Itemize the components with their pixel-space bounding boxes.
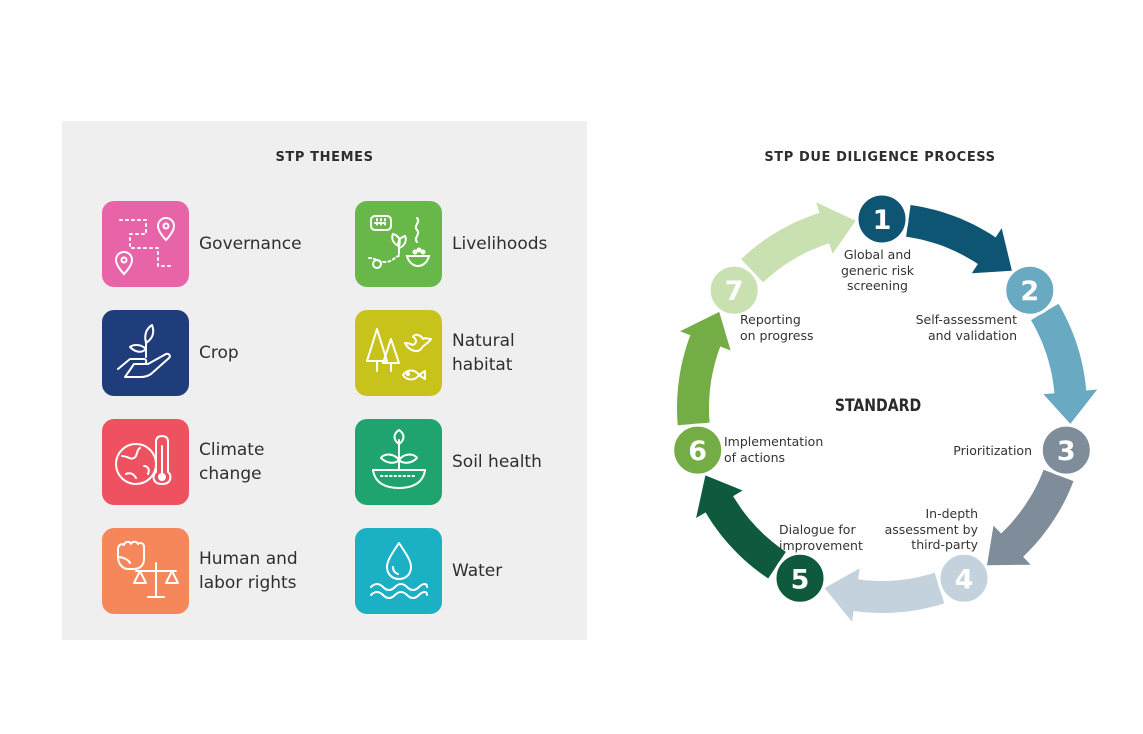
theme-icon-box <box>102 528 189 614</box>
theme-soil-health: Soil health <box>355 419 592 505</box>
hand-plant-bowl-icon <box>367 215 430 269</box>
theme-label: Livelihoods <box>452 234 548 254</box>
themes-panel: STP THEMES Governance <box>62 121 587 640</box>
step-circle <box>937 551 991 605</box>
cycle-arrows <box>677 202 1098 622</box>
theme-label: Human and labor rights <box>199 549 298 593</box>
step-number: 7 <box>725 276 744 307</box>
route-pins-icon <box>114 216 175 276</box>
step-circle <box>1039 423 1093 477</box>
cycle-arrow-4 <box>824 568 945 622</box>
theme-livelihoods: Livelihoods <box>355 201 592 287</box>
theme-label: Water <box>452 561 503 581</box>
hand-seedling-icon <box>116 324 171 378</box>
step-5-text: Dialogue for improvement <box>779 522 863 553</box>
step-7-text: Reporting on progress <box>740 312 814 343</box>
step-5-badge: 5 <box>773 551 827 605</box>
step-2-text: Self-assessment and validation <box>915 312 1017 343</box>
step-1-text: Global and generic risk screening <box>840 247 915 293</box>
theme-icon-box <box>102 201 189 287</box>
themes-title: STP THEMES <box>275 150 374 165</box>
cycle-arrow-6 <box>677 311 731 426</box>
theme-label: Climate change <box>199 440 265 484</box>
step-6-badge: 6 <box>671 423 725 477</box>
step-number: 1 <box>873 205 892 236</box>
water-drop-waves-icon <box>369 542 428 599</box>
cycle-center-label: STANDARD <box>834 396 922 416</box>
plant-soil-bowl-icon <box>371 429 426 489</box>
step-2-badge: 2 <box>1003 263 1057 317</box>
cycle-arrow-2 <box>1031 303 1098 424</box>
cycle-arrow-1 <box>906 205 1012 274</box>
step-4-text: In-depth assessment by third-party <box>884 506 978 552</box>
step-circle <box>773 551 827 605</box>
theme-label: Soil health <box>452 452 542 472</box>
step-7-badge: 7 <box>707 263 761 317</box>
step-3-text: Prioritization <box>953 443 1032 458</box>
step-number: 5 <box>791 564 810 595</box>
theme-label: Crop <box>199 343 239 363</box>
step-circle <box>707 263 761 317</box>
cycle-step-circles: 1 2 3 4 5 6 7 <box>671 192 1093 605</box>
trees-bird-fish-icon <box>365 328 432 381</box>
step-6-text: Implementation of actions <box>724 434 824 465</box>
theme-icon-box <box>102 310 189 396</box>
theme-natural-habitat: Natural habitat <box>355 310 592 396</box>
process-title: STP DUE DILIGENCE PROCESS <box>764 150 996 165</box>
theme-label: Natural habitat <box>452 331 515 375</box>
fist-scales-icon <box>116 540 179 598</box>
theme-water: Water <box>355 528 592 614</box>
step-1-badge: 1 <box>855 192 909 246</box>
cycle-arrow-5 <box>696 475 786 579</box>
theme-governance: Governance <box>102 201 339 287</box>
step-4-badge: 4 <box>937 551 991 605</box>
theme-icon-box <box>355 201 442 287</box>
step-circle <box>1003 263 1057 317</box>
globe-thermometer-icon <box>114 435 171 485</box>
step-number: 3 <box>1057 436 1076 467</box>
theme-icon-box <box>102 419 189 505</box>
cycle-arrow-7 <box>741 202 856 283</box>
step-3-badge: 3 <box>1039 423 1093 477</box>
step-number: 2 <box>1020 276 1039 307</box>
cycle-arrow-3 <box>987 469 1074 566</box>
step-circle <box>671 423 725 477</box>
theme-climate-change: Climate change <box>102 419 339 505</box>
step-number: 6 <box>688 436 707 467</box>
theme-icon-box <box>355 419 442 505</box>
theme-icon-box <box>355 528 442 614</box>
theme-human-labor-rights: Human and labor rights <box>102 528 339 614</box>
theme-icon-box <box>355 310 442 396</box>
step-number: 4 <box>955 564 974 595</box>
step-circle <box>855 192 909 246</box>
theme-crop: Crop <box>102 310 339 396</box>
theme-label: Governance <box>199 234 302 254</box>
